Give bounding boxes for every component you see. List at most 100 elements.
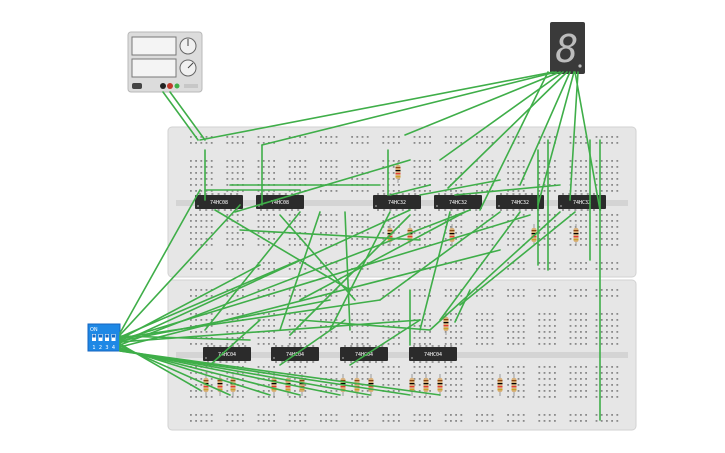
wire[interactable]	[419, 179, 501, 196]
hole	[205, 214, 208, 216]
wire[interactable]	[119, 209, 411, 344]
wire[interactable]	[234, 159, 411, 213]
wire[interactable]	[349, 319, 421, 366]
hole	[262, 244, 265, 246]
hole	[585, 166, 587, 168]
negative-terminal-icon[interactable]	[160, 83, 166, 89]
hole	[554, 166, 556, 168]
resistor[interactable]	[497, 374, 503, 396]
hole	[460, 343, 463, 345]
dip-toggle[interactable]: 4	[111, 334, 116, 351]
wire[interactable]	[447, 71, 568, 189]
wire[interactable]	[459, 211, 576, 306]
resistor[interactable]	[409, 374, 415, 396]
ic-chip[interactable]: 74HC04	[203, 345, 251, 363]
positive-terminal-icon[interactable]	[167, 83, 173, 89]
wire[interactable]	[537, 71, 575, 206]
wire[interactable]	[119, 264, 261, 340]
wire[interactable]	[479, 71, 549, 211]
resistor[interactable]	[423, 374, 429, 396]
wire[interactable]	[261, 71, 557, 146]
wire[interactable]	[119, 349, 341, 396]
wire[interactable]	[389, 184, 431, 196]
hole	[195, 178, 197, 180]
wire[interactable]	[279, 319, 346, 366]
hole	[595, 414, 598, 416]
ic-chip[interactable]: 74HC08	[256, 193, 304, 211]
ic-chip[interactable]: 74HC08	[195, 193, 243, 211]
wire[interactable]	[299, 211, 466, 301]
hole	[481, 396, 483, 398]
hole	[450, 268, 452, 270]
wire[interactable]	[199, 71, 554, 141]
hole	[538, 414, 541, 416]
dip-toggle[interactable]: 2	[98, 334, 103, 351]
hole	[320, 372, 322, 374]
wire[interactable]	[214, 209, 351, 291]
ic-chip[interactable]: 74HC32	[373, 193, 421, 211]
wire[interactable]	[119, 335, 251, 341]
hole	[356, 178, 359, 180]
dip-toggle[interactable]: 1	[92, 334, 96, 351]
wire[interactable]	[344, 211, 351, 331]
wire[interactable]	[162, 91, 199, 141]
hole	[392, 214, 395, 216]
hole	[294, 166, 296, 168]
wire[interactable]	[574, 71, 601, 211]
ic-chip[interactable]: 74HC04	[340, 345, 388, 363]
ic-chip[interactable]: 74HC32	[496, 193, 544, 211]
hole	[257, 396, 260, 398]
power-supply[interactable]	[127, 31, 203, 93]
wire[interactable]	[439, 211, 521, 321]
wire[interactable]	[279, 211, 321, 331]
wire[interactable]	[289, 214, 411, 336]
wire[interactable]	[119, 259, 301, 338]
wire[interactable]	[419, 211, 451, 331]
seven-segment-display[interactable]: 8	[550, 22, 585, 74]
wire[interactable]	[404, 71, 561, 136]
hole	[507, 166, 509, 168]
ground-terminal-icon[interactable]	[174, 83, 180, 89]
hole	[460, 136, 463, 138]
hole	[611, 319, 613, 321]
wire[interactable]	[519, 71, 571, 186]
wire[interactable]	[379, 211, 501, 301]
wire[interactable]	[119, 350, 441, 396]
dip-toggle[interactable]: 3	[105, 334, 109, 351]
wire[interactable]	[169, 91, 206, 141]
wire[interactable]	[429, 211, 561, 331]
ic-chip[interactable]: 74HC32	[434, 193, 482, 211]
resistor[interactable]	[395, 161, 401, 183]
wire[interactable]	[299, 319, 431, 331]
wire[interactable]	[279, 214, 356, 301]
wire[interactable]	[119, 299, 381, 339]
resistor[interactable]	[217, 374, 223, 396]
resistor[interactable]	[443, 313, 449, 335]
wire[interactable]	[209, 319, 261, 366]
hole	[512, 325, 515, 327]
ic-chip[interactable]: 74HC04	[409, 345, 457, 363]
wire[interactable]	[119, 214, 531, 341]
wire[interactable]	[454, 184, 561, 196]
hole	[299, 136, 301, 138]
hole	[418, 337, 421, 339]
wire[interactable]	[119, 204, 241, 336]
wire[interactable]	[239, 229, 421, 241]
hole	[190, 172, 192, 174]
hole	[382, 372, 385, 374]
hole	[512, 172, 515, 174]
power-switch[interactable]	[132, 83, 142, 89]
resistor[interactable]	[573, 224, 579, 246]
hole	[325, 325, 327, 327]
resistor[interactable]	[511, 374, 517, 396]
hole	[569, 343, 572, 345]
wire[interactable]	[329, 211, 391, 331]
wire[interactable]	[454, 289, 471, 323]
hole	[548, 172, 551, 174]
resistor[interactable]	[437, 374, 443, 396]
wire[interactable]	[439, 71, 564, 161]
wire[interactable]	[119, 189, 201, 334]
wire[interactable]	[569, 71, 579, 201]
